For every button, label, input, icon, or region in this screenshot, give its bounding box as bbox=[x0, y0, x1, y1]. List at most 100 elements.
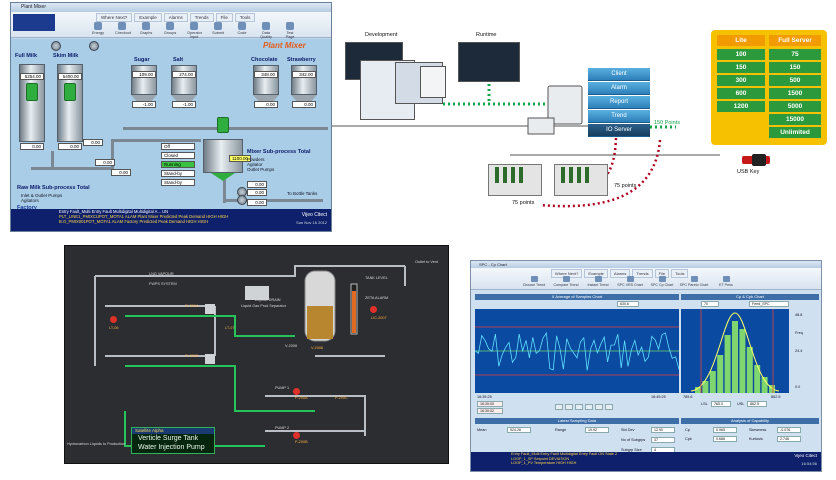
tab-3[interactable]: Trends bbox=[189, 13, 214, 22]
ribbon-button[interactable]: Graphs bbox=[139, 22, 153, 36]
lsl-field[interactable]: 765.0 bbox=[711, 401, 731, 407]
playback-button[interactable] bbox=[585, 404, 593, 410]
strawberry-silo[interactable] bbox=[291, 65, 317, 95]
spc-ribbon-button[interactable]: SPC XRS Chart bbox=[615, 276, 645, 287]
alarm-row[interactable]: B.O_PMIX001POT_MOTA1 ALAM Factory Predic… bbox=[59, 219, 209, 224]
alarm-row[interactable]: LOOP_1_SP Setpoint DEVIATION bbox=[511, 456, 570, 461]
cp-tag-field[interactable]: Feed_SPC bbox=[749, 301, 789, 307]
license-full-cell: 75 bbox=[769, 49, 821, 60]
ribbon-button[interactable]: Data Quality bbox=[259, 22, 273, 39]
usl-field[interactable]: 862.5 bbox=[747, 401, 767, 407]
vijeo-logo: Vijeo Citect bbox=[794, 454, 817, 458]
satellite-alpha-box[interactable]: Satellite Alpha Verticle Surge Tank Wate… bbox=[131, 427, 215, 454]
alarm-row[interactable]: Entry Fault_Multi Entry Fault Multidigit… bbox=[59, 209, 169, 214]
tab-2[interactable]: Alarms bbox=[163, 13, 188, 22]
tab-3[interactable]: Trends bbox=[632, 269, 653, 278]
milk-riser bbox=[111, 139, 114, 169]
milk-to-mixer bbox=[111, 139, 201, 142]
cap-value[interactable]: 0.965 bbox=[713, 427, 737, 433]
field-value[interactable]: 37 bbox=[651, 437, 675, 443]
ribbon-button[interactable]: Code bbox=[235, 22, 249, 36]
sugar-silo[interactable] bbox=[131, 65, 157, 95]
alpha-line: Water Injection Pump bbox=[138, 444, 205, 451]
conveyor-pipe-right bbox=[223, 127, 328, 130]
ribbon-button[interactable]: Groups bbox=[163, 22, 177, 36]
spc-ribbon-button[interactable]: SPC Pareto Chart bbox=[679, 276, 709, 287]
ribbon-button-label: Submit bbox=[212, 31, 224, 35]
license-full-cell: 150 bbox=[769, 62, 821, 73]
monitor-icon bbox=[527, 117, 555, 135]
alarm-row[interactable]: LOOP_1_PV Temperature HIGH HIGH bbox=[511, 461, 577, 466]
field-label: Mean bbox=[477, 428, 487, 432]
valve-icon[interactable] bbox=[205, 354, 215, 364]
xbar-value-field[interactable]: 630.6 bbox=[617, 301, 639, 307]
playback-button[interactable] bbox=[575, 404, 583, 410]
xbar-chart-title: X Average of Samples Chart bbox=[475, 294, 679, 300]
points-label: 150 Points bbox=[654, 120, 680, 126]
ribbon-button[interactable]: Operator Input bbox=[187, 22, 202, 39]
chocolate-silo[interactable] bbox=[253, 65, 279, 95]
spc-ribbon-button[interactable]: Instant Trend bbox=[583, 276, 613, 287]
small-value: 0.00 bbox=[247, 189, 267, 196]
tab-5[interactable]: Tools bbox=[671, 269, 689, 278]
alarm-valve-icon[interactable] bbox=[370, 306, 377, 313]
histogram-bar bbox=[761, 377, 768, 393]
pump-alarm-icon[interactable] bbox=[293, 432, 300, 439]
cp-number-field[interactable]: 70 bbox=[701, 301, 719, 307]
ribbon-button[interactable]: Submit bbox=[211, 22, 225, 36]
ribbon-button[interactable]: Energy bbox=[91, 22, 105, 36]
license-lite-cell: 100 bbox=[717, 49, 765, 60]
valve-icon[interactable] bbox=[205, 304, 215, 314]
license-header: Full Server bbox=[769, 35, 821, 46]
tab-2[interactable]: Alarms bbox=[609, 269, 631, 278]
cap-value[interactable]: 0.686 bbox=[713, 436, 737, 442]
spc-alarm-banner: Entry Fault_Multi Entry Fault Multidigit… bbox=[471, 452, 821, 471]
time-field[interactable]: 16:30:02 bbox=[477, 408, 503, 414]
scada-tag: LT-06 bbox=[109, 326, 119, 330]
playback-button[interactable] bbox=[605, 404, 613, 410]
playback-button[interactable] bbox=[565, 404, 573, 410]
status-button[interactable]: Running bbox=[161, 161, 195, 168]
server-item: Alarm bbox=[588, 82, 650, 95]
status-button[interactable]: Stand-by bbox=[161, 170, 195, 177]
scada-label: V-2008 bbox=[285, 344, 298, 348]
alarm-row[interactable]: Entry Fault_Multi Entry Fault Multidigit… bbox=[511, 452, 618, 456]
time-field[interactable]: 16:30:00 bbox=[477, 401, 503, 407]
ribbon-button[interactable]: Test Page bbox=[283, 22, 297, 39]
tab-4[interactable]: File bbox=[215, 13, 233, 22]
alarm-row[interactable]: PLT_LINE1_PMIXCUPOT_MOTA1 ALAM Plant Mix… bbox=[59, 214, 229, 219]
factory-link[interactable]: Factory bbox=[17, 205, 37, 211]
field-value[interactable]: 12.90 bbox=[651, 427, 675, 433]
milk-pipe-h bbox=[31, 167, 111, 170]
pump-alarm-icon[interactable] bbox=[293, 388, 300, 395]
status-button[interactable]: Off bbox=[161, 143, 195, 150]
status-button[interactable]: Closed bbox=[161, 152, 195, 159]
status-button[interactable]: Stand-by bbox=[161, 179, 195, 186]
pump-gear-icon bbox=[237, 195, 247, 205]
alarm-valve-icon[interactable] bbox=[110, 316, 117, 323]
salt-silo[interactable] bbox=[171, 65, 197, 95]
cap-value[interactable]: -0.076 bbox=[777, 427, 801, 433]
normal-curve bbox=[690, 312, 780, 392]
field-value[interactable]: 19.92 bbox=[585, 427, 609, 433]
ribbon-button[interactable]: Checkout bbox=[115, 22, 131, 36]
spc-ribbon-button[interactable]: Compare Trend bbox=[551, 276, 581, 287]
cp-histogram[interactable] bbox=[681, 309, 789, 393]
playback-button[interactable] bbox=[595, 404, 603, 410]
histogram-bar bbox=[746, 347, 753, 393]
spc-ribbon-button[interactable]: SPC Cp Chart bbox=[647, 276, 677, 287]
tab-1[interactable]: Example bbox=[134, 13, 162, 22]
tab-5[interactable]: Tools bbox=[234, 13, 256, 22]
spc-ribbon-button[interactable]: ET Pens bbox=[711, 276, 741, 287]
ribbon-button-label: Operator Input bbox=[187, 31, 202, 39]
cap-value[interactable]: 2.746 bbox=[777, 436, 801, 442]
cap-label: Cp bbox=[685, 428, 690, 432]
playback-button[interactable] bbox=[555, 404, 563, 410]
field-value[interactable]: 924.26 bbox=[507, 427, 531, 433]
ribbon-button-label: Code bbox=[237, 31, 247, 35]
spc-ribbon-button[interactable]: Choose Trend bbox=[519, 276, 549, 287]
xbar-plot[interactable] bbox=[474, 309, 680, 393]
tab-0[interactable]: Where Next? bbox=[96, 13, 133, 22]
ribbon-button-icon bbox=[286, 22, 294, 30]
